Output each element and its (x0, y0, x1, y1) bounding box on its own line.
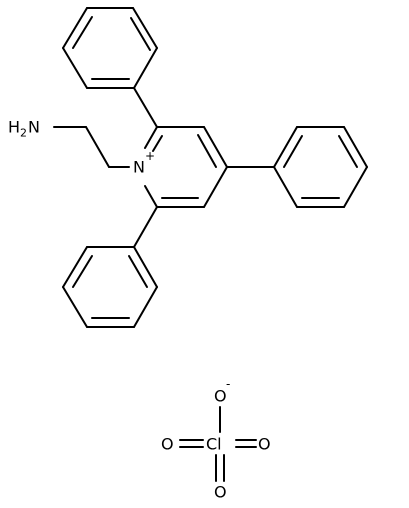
bond-top-phenyl-1 (132, 7, 158, 49)
perchlorate-bottom-oxygen-label: O (214, 483, 227, 502)
perchlorate-top-oxygen-charge-label: - (226, 377, 230, 391)
bond-top-phenyl-2 (133, 47, 158, 89)
bond-right-phenyl-3-inner (338, 135, 358, 168)
bond-pyridinium-n-c2-inner (152, 135, 163, 152)
bond-right-phenyl-1 (273, 126, 298, 168)
perchlorate-chlorine-label: Cl (206, 435, 222, 454)
bond-pyridinium-c3-c4-inner (197, 134, 217, 168)
bond-pyridinium-to-bottom-phenyl (133, 206, 158, 248)
atom-labels: H 2 N N + (8, 118, 155, 177)
bond-top-phenyl-5 (62, 7, 88, 49)
bond-ch2-ch2 (85, 126, 110, 168)
bond-top-phenyl-5-inner (72, 16, 93, 49)
bond-top-phenyl-1-inner (130, 17, 151, 51)
bond-right-phenyl-1-inner (283, 135, 303, 168)
bond-bottom-phenyl-3 (62, 286, 88, 328)
perchlorate-ion: O - O Cl O O (161, 377, 271, 502)
bond-top-phenyl-4 (62, 47, 88, 89)
bond-pyridinium-c6-n (144, 185, 158, 208)
top-phenyl-ring (62, 7, 158, 128)
bond-pyridinium-n-c2 (144, 126, 158, 149)
pyridinium-nitrogen-label: N (133, 158, 145, 177)
amine-hydrogen-label: H (8, 118, 20, 137)
bond-bottom-phenyl-2-inner (72, 255, 93, 288)
bond-bottom-phenyl-5 (133, 286, 158, 328)
bond-right-phenyl-3 (343, 126, 368, 168)
bond-pyridinium-c3-c4 (203, 126, 228, 168)
bond-bottom-phenyl-6 (133, 246, 158, 288)
pyridinium-charge-label: + (145, 149, 155, 163)
bond-right-phenyl-6 (273, 166, 298, 208)
right-phenyl-ring (226, 126, 368, 208)
perchlorate-right-oxygen-label: O (258, 435, 271, 454)
bottom-phenyl-ring (62, 206, 158, 328)
bond-right-phenyl-4 (343, 166, 368, 208)
perchlorate-top-oxygen-label: O (214, 387, 227, 406)
bond-bottom-phenyl-2 (62, 246, 88, 288)
bond-bottom-phenyl-6-inner (128, 255, 148, 288)
perchlorate-left-oxygen-label: O (161, 435, 174, 454)
pyridinium-ring (144, 126, 228, 208)
bond-pyridinium-c4-c5 (203, 166, 228, 208)
aminoethyl-chain (53, 126, 130, 168)
bond-top-phenyl-to-pyridinium (133, 87, 158, 128)
amine-nitrogen-label: N (28, 118, 40, 137)
amine-hydrogen-count-label: 2 (20, 127, 27, 140)
